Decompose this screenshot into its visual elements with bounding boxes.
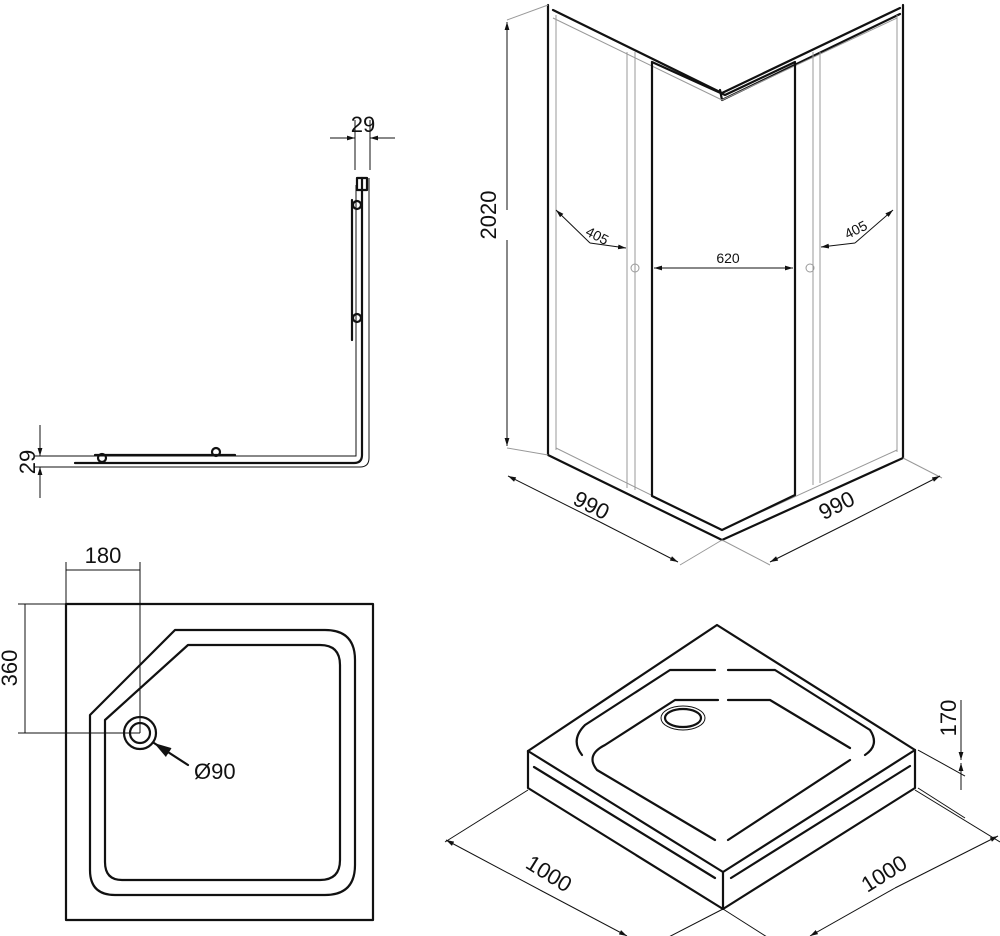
dim-drain-y: 360 xyxy=(0,650,22,687)
tray-top xyxy=(526,623,917,874)
tray-sides xyxy=(526,748,917,911)
door-panel xyxy=(650,60,797,532)
dim-drain-diameter: Ø90 xyxy=(194,759,236,784)
dim-drain-x: 180 xyxy=(85,543,122,568)
profile-plan-view: 29 29 xyxy=(15,112,395,498)
tray-plan-view: 180 360 Ø90 xyxy=(0,543,375,922)
dim-door-opening: 620 xyxy=(716,250,740,266)
door-knob-right xyxy=(805,263,815,273)
dim-right-panel: 405 xyxy=(842,217,870,242)
dim-left-width: 990 xyxy=(569,486,613,525)
tray-rim xyxy=(575,668,876,757)
tray-outline xyxy=(64,602,375,922)
profile-outline xyxy=(73,176,364,465)
dim-tray-left-length: 1000 xyxy=(522,850,577,897)
tray-iso-view: 1000 1000 170 xyxy=(444,623,1000,936)
dim-left-offset: 29 xyxy=(15,450,40,474)
hinge-top xyxy=(351,199,363,211)
dim-top-offset: 29 xyxy=(351,112,375,137)
enclosure-outline xyxy=(546,3,905,542)
dim-right-width: 990 xyxy=(815,486,859,525)
tray-drain xyxy=(663,707,703,729)
hinge-mid xyxy=(351,312,363,324)
profile-top-cap xyxy=(355,176,369,192)
door-knob-left xyxy=(630,263,640,273)
enclosure-iso-view: 2020 990 990 405 620 405 xyxy=(476,3,943,566)
dim-height: 2020 xyxy=(476,191,501,240)
tray-rim-outer xyxy=(88,628,357,897)
tray-rim-inner xyxy=(103,643,342,882)
dim-left-panel: 405 xyxy=(583,223,611,248)
dim-tray-height: 170 xyxy=(936,700,961,737)
dim-tray-right-length: 1000 xyxy=(857,850,912,897)
